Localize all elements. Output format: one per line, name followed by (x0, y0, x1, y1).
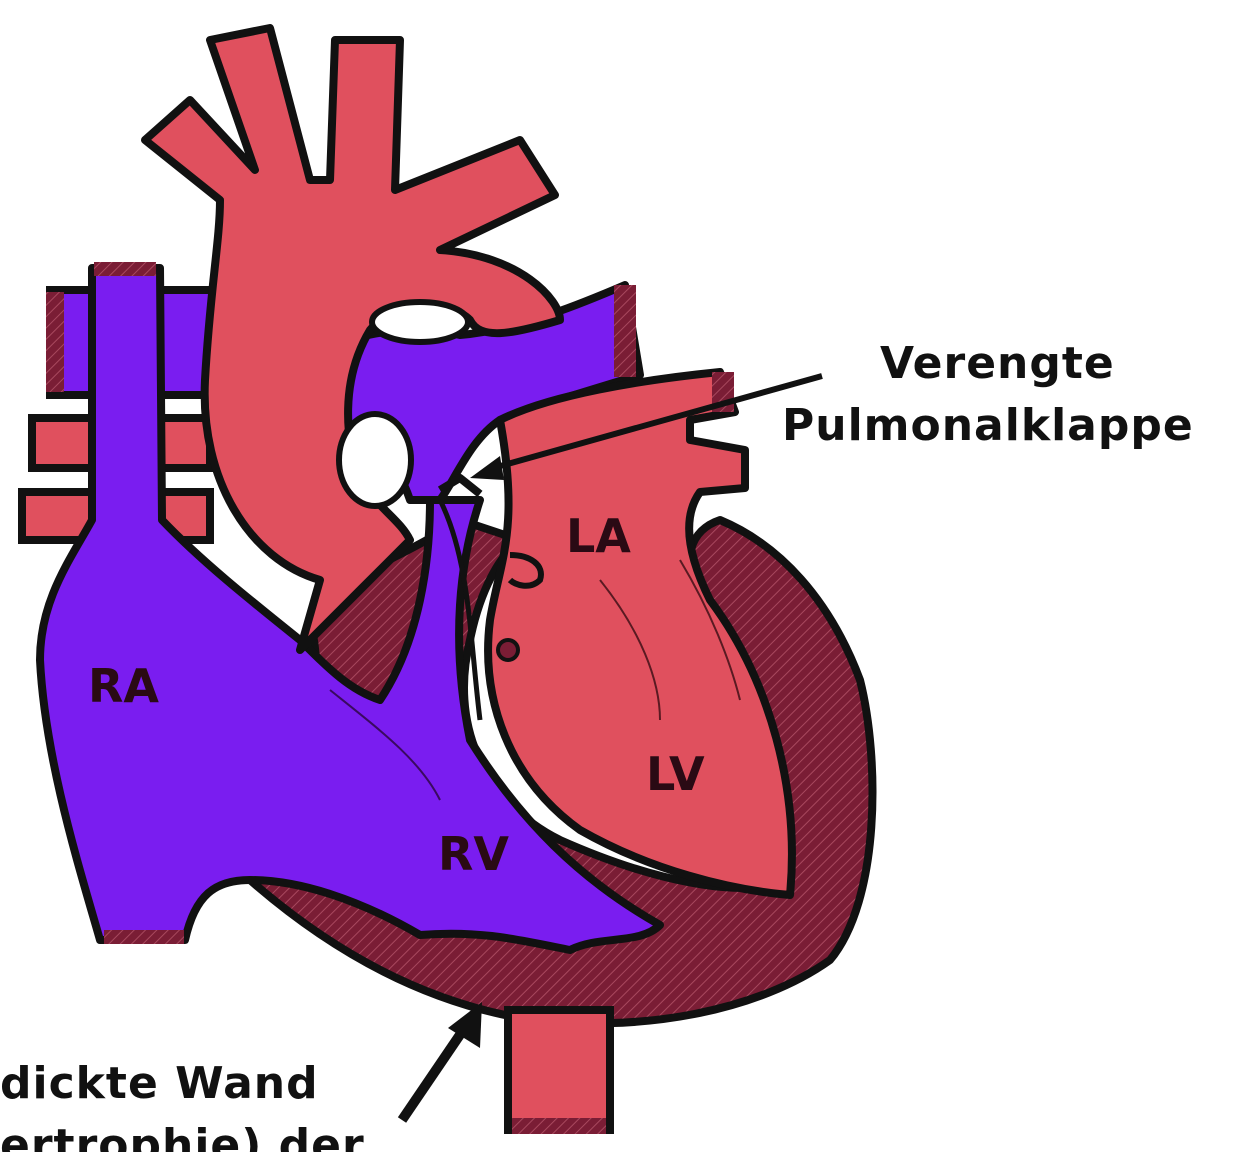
pulmonary-arch-gap (339, 414, 411, 506)
valve-knob (498, 640, 518, 660)
valve-callout-line-2: Pulmonalklappe (782, 400, 1194, 451)
label-la: LA (566, 509, 631, 563)
label-rv: RV (438, 827, 509, 881)
inferior-vessel (508, 1010, 610, 1130)
pulmonary-trunk-cut (614, 285, 636, 377)
aortic-arch-gap (372, 302, 468, 342)
right-pulmonary-artery-cut (46, 292, 64, 392)
valve-callout-line-1: Verengte (880, 338, 1115, 389)
inferior-vessel-cut (512, 1118, 606, 1134)
vena-cava-bottom-cut (104, 930, 184, 944)
valve-callout-arrowhead (470, 456, 504, 480)
label-lv: LV (646, 747, 705, 801)
vena-cava-top-cut (94, 262, 156, 276)
wall-callout-line-2: ertrophie) der (0, 1120, 365, 1152)
label-ra: RA (88, 659, 159, 713)
wall-callout-line-1: dickte Wand (0, 1058, 319, 1109)
